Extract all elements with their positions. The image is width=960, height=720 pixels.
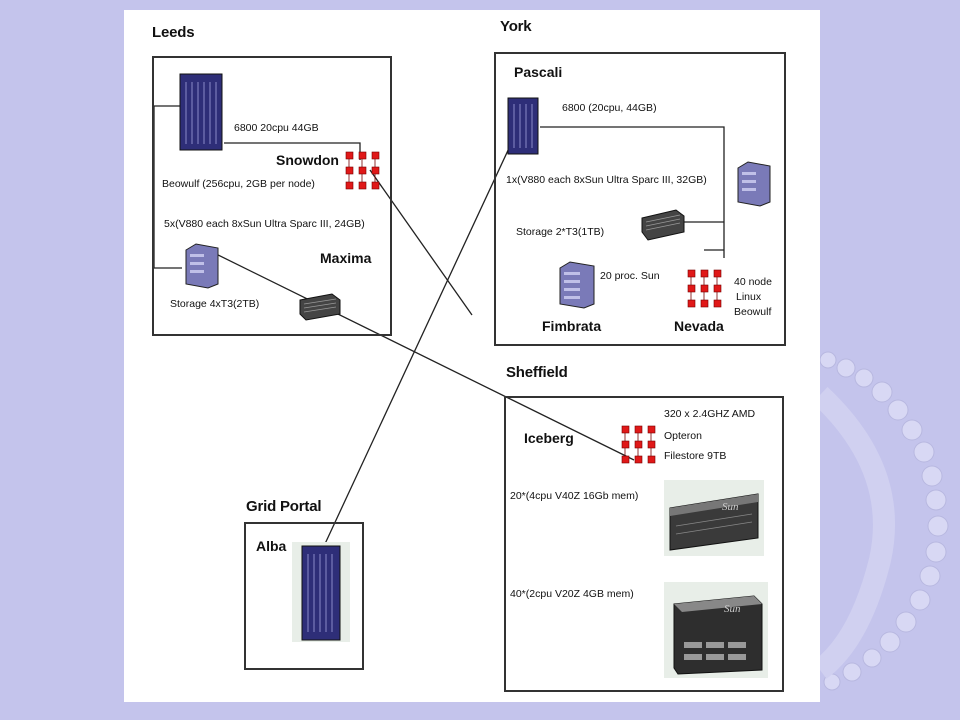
sheffield-v40z-label: 20*(4cpu V40Z 16Gb mem)	[510, 490, 639, 502]
sheffield-v20z-label: 40*(2cpu V20Z 4GB mem)	[510, 588, 634, 600]
server-tower-icon	[292, 542, 350, 642]
server-tower-icon	[179, 73, 223, 151]
leeds-box	[152, 56, 392, 336]
york-sun20-label: 20 proc. Sun	[600, 270, 660, 282]
site-title-york: York	[500, 18, 532, 35]
network-links	[153, 105, 725, 547]
sheffield-amd-label-3: Filestore 9TB	[664, 450, 727, 462]
server-tower-icon	[559, 261, 595, 309]
leeds-6800-label: 6800 20cpu 44GB	[234, 122, 319, 134]
server-tower-icon	[737, 161, 771, 207]
sun-rack-server-icon: Sun	[664, 582, 768, 678]
cluster-grid-icon	[345, 151, 380, 190]
svg-text:Sun: Sun	[722, 501, 739, 513]
svg-text:Sun: Sun	[724, 603, 741, 615]
pascali-alba-link	[323, 145, 511, 547]
maxima-name: Maxima	[320, 250, 372, 266]
york-v880-label: 1x(V880 each 8xSun Ultra Sparc III, 32GB…	[506, 174, 707, 186]
cluster-grid-icon	[687, 269, 722, 308]
alba-name: Alba	[256, 538, 287, 554]
sheffield-box	[504, 396, 784, 692]
grid-portal-box	[244, 522, 364, 670]
site-title-grid-portal: Grid Portal	[246, 498, 322, 515]
leeds-v880-label: 5x(V880 each 8xSun Ultra Sparc III, 24GB…	[164, 218, 365, 230]
site-title-sheffield: Sheffield	[506, 364, 568, 381]
pascali-name: Pascali	[514, 64, 563, 80]
server-tower-icon	[507, 97, 539, 155]
nevada-name: Nevada	[674, 318, 724, 334]
sheffield-amd-label-1: 320 x 2.4GHZ AMD	[664, 408, 756, 420]
york-6800-label: 6800 (20cpu, 44GB)	[562, 102, 657, 114]
site-title-leeds: Leeds	[152, 24, 195, 41]
server-tower-icon	[185, 243, 219, 289]
fimbrata-name: Fimbrata	[542, 318, 602, 334]
storage-array-icon	[299, 293, 341, 321]
snowdon-name: Snowdon	[276, 152, 339, 168]
york-box	[494, 52, 786, 346]
sun-rack-server-icon: Sun	[664, 480, 764, 556]
leeds-storage-label: Storage 4xT3(2TB)	[170, 298, 260, 310]
york-internal-link	[540, 126, 725, 258]
leeds-beowulf-label: Beowulf (256cpu, 2GB per node)	[162, 178, 315, 190]
york-linux-label: Linux	[736, 291, 762, 303]
leeds-internal-link	[153, 105, 184, 269]
sheffield-amd-label-2: Opteron	[664, 430, 702, 442]
maxima-iceberg-link	[207, 249, 635, 461]
york-40node-label: 40 node	[734, 276, 772, 288]
cluster-grid-icon	[621, 425, 656, 464]
iceberg-name: Iceberg	[524, 430, 574, 446]
york-beowulf-label: Beowulf	[734, 306, 772, 318]
diagram-slide: Leeds 6800 20cpu 44GB Snowdon Beowulf (2…	[124, 10, 820, 702]
snowdon-sheffield-link	[369, 169, 473, 316]
york-storage-label: Storage 2*T3(1TB)	[516, 226, 605, 238]
storage-array-icon	[641, 209, 685, 241]
